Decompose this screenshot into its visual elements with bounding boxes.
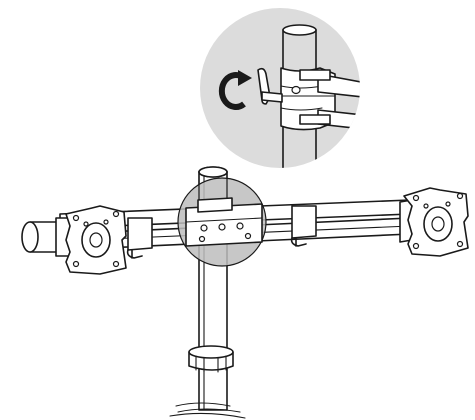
cable-clip-left xyxy=(126,217,153,259)
pole-collar xyxy=(188,345,234,373)
cable-clip-right xyxy=(290,205,317,247)
left-vesa-plate xyxy=(65,205,127,275)
right-vesa-plate xyxy=(403,187,469,257)
center-mount-highlight xyxy=(177,166,267,267)
detail-callout xyxy=(200,8,360,168)
rotate-clockwise-icon xyxy=(218,70,252,110)
